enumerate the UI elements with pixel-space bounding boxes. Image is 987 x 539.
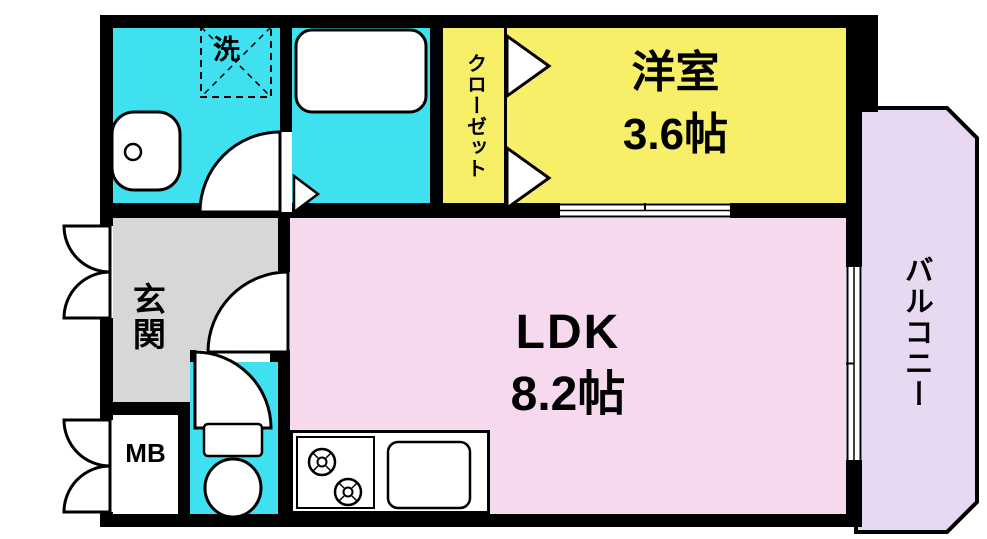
pan-outline (200, 26, 272, 98)
opening-bathroom (280, 132, 292, 212)
washbasin-drain (123, 142, 143, 162)
kitchen-counter (290, 430, 490, 514)
pan-diagonal (200, 26, 272, 98)
wall-top-right (846, 15, 878, 112)
burner-ring (307, 447, 337, 477)
burner-tick (325, 452, 332, 459)
entrance-door-upper-leaf (62, 224, 112, 274)
toilet-tank (202, 422, 264, 458)
meter-box-double-door (62, 418, 112, 514)
burner-tick (312, 452, 319, 459)
burner-ring (333, 477, 363, 507)
closet-door-lower (505, 145, 552, 211)
toilet (202, 422, 264, 519)
bath-folding-door (292, 173, 321, 215)
stove-burner-1 (307, 447, 337, 477)
stove-burner-2 (333, 477, 363, 507)
burner-center (342, 486, 354, 498)
door-swing-bathroom (198, 130, 282, 214)
label-western-room-size: 3.6帖 (622, 110, 729, 159)
washing-machine-pan (200, 26, 272, 98)
entrance-door-lower-leaf (62, 270, 112, 320)
label-entrance: 玄関 (128, 282, 166, 352)
label-meter-box: MB (125, 438, 166, 468)
mb-door-lower-leaf (62, 464, 112, 514)
room-meter-box (113, 415, 178, 514)
stove-outline (296, 436, 375, 509)
label-balcony: バルコニー (900, 254, 933, 410)
burner-tick (351, 482, 358, 489)
label-washer: 洗 (213, 35, 240, 65)
bathtub (294, 28, 428, 114)
burner-tick (351, 495, 358, 502)
closet-door-upper (505, 33, 552, 99)
label-closet: クローゼット (463, 53, 486, 179)
label-western-room: 洋室 (631, 48, 720, 97)
entrance-double-door (62, 224, 112, 320)
burner-tick (338, 482, 345, 489)
burner-tick (312, 465, 319, 472)
washbasin (110, 110, 182, 192)
door-swing-ldk (206, 270, 290, 354)
label-ldk: LDK (515, 306, 621, 359)
mb-door-upper-leaf (62, 418, 112, 468)
balcony-area (854, 106, 979, 534)
burner-tick (325, 465, 332, 472)
wall-closet-divider (504, 28, 507, 203)
label-ldk-size: 8.2帖 (510, 368, 626, 421)
washbasin-bowl (110, 110, 182, 192)
window-room-ldk (560, 203, 730, 218)
toilet-bowl (203, 457, 263, 519)
burner-tick (338, 495, 345, 502)
window-ldk-balcony (846, 267, 862, 460)
door-swing-toilet (193, 350, 273, 430)
burner-center (316, 456, 328, 468)
kitchen-sink (386, 440, 472, 510)
